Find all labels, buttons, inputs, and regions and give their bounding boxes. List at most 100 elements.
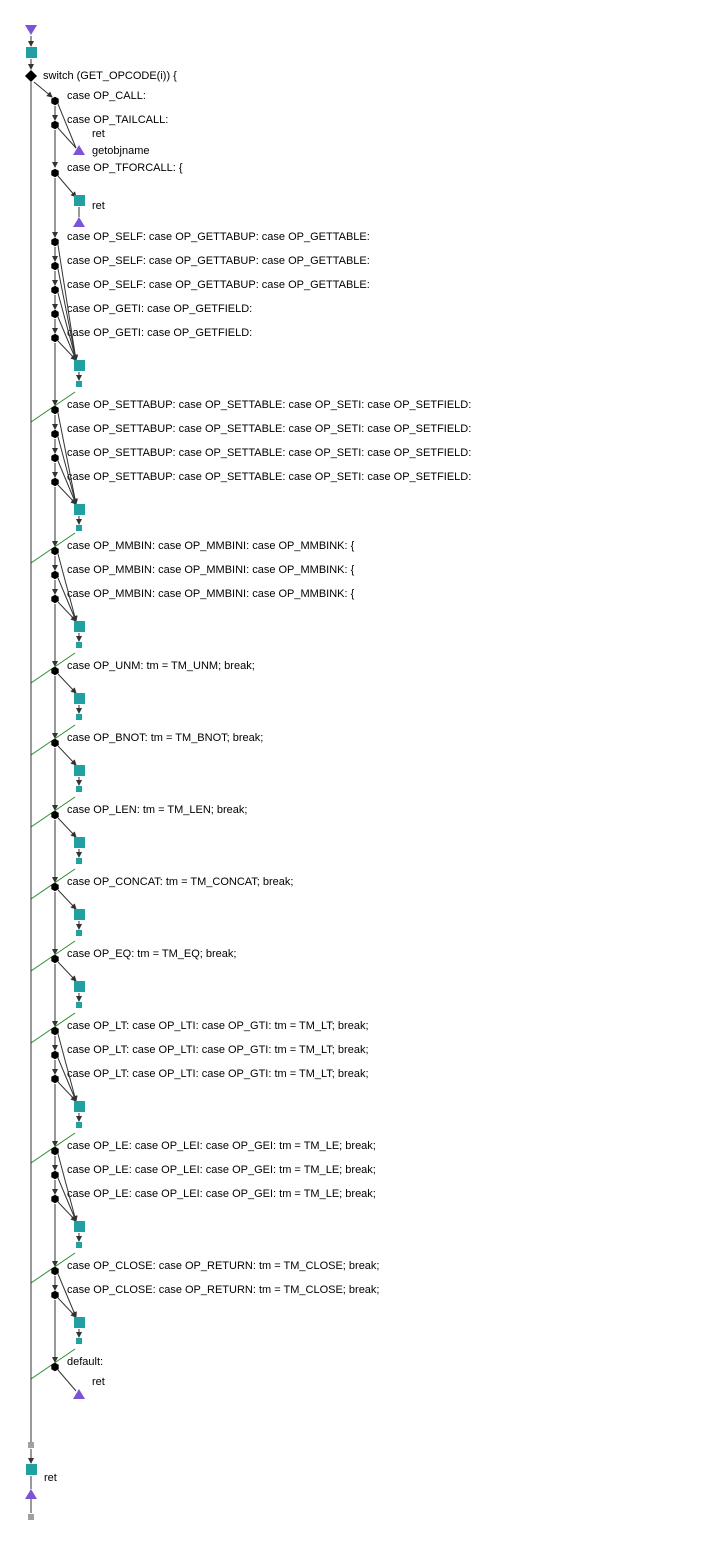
case-to-ret-edge	[57, 1369, 77, 1392]
case-node	[51, 1266, 59, 1276]
case-label: case OP_SELF: case OP_GETTABUP: case OP_…	[67, 279, 370, 291]
ret-terminal-icon	[73, 217, 85, 227]
body-block	[74, 195, 85, 206]
case-label: case OP_TFORCALL: {	[67, 162, 183, 174]
case-label: case OP_MMBIN: case OP_MMBINI: case OP_M…	[67, 564, 355, 576]
merge-connector	[76, 1338, 82, 1344]
merge-connector	[76, 930, 82, 936]
case-node	[51, 453, 59, 463]
case-node	[51, 96, 59, 106]
merge-block	[74, 360, 85, 371]
ret-terminal-icon	[73, 1389, 85, 1399]
case-to-merge-edge	[57, 244, 79, 361]
case-label: case OP_SELF: case OP_GETTABUP: case OP_…	[67, 255, 370, 267]
case-node	[51, 1290, 59, 1300]
case-label: case OP_MMBIN: case OP_MMBINI: case OP_M…	[67, 588, 355, 600]
case-to-merge-edge	[57, 1081, 77, 1102]
case-to-merge-edge	[57, 961, 77, 982]
body-label: ret	[92, 200, 105, 212]
case-to-ret-edge	[57, 103, 77, 149]
merge-block	[74, 1317, 85, 1328]
case-to-merge-edge	[57, 673, 77, 694]
case-to-merge-edge	[57, 412, 78, 505]
case-node	[51, 237, 59, 247]
switch-label: switch (GET_OPCODE(i)) {	[43, 70, 177, 82]
entry-section: switch (GET_OPCODE(i)) {	[25, 25, 177, 82]
case-label: case OP_LE: case OP_LEI: case OP_GEI: tm…	[67, 1140, 376, 1152]
ret-terminal-icon	[73, 145, 85, 155]
case-node	[51, 810, 59, 820]
case-node	[51, 1026, 59, 1036]
case-label: case OP_SETTABUP: case OP_SETTABLE: case…	[67, 423, 471, 435]
case-to-merge-edge	[57, 577, 77, 622]
case-node	[51, 882, 59, 892]
case-to-merge-edge	[57, 1033, 78, 1102]
case-label: case OP_LE: case OP_LEI: case OP_GEI: tm…	[67, 1188, 376, 1200]
case-node	[51, 120, 59, 130]
case-label: case OP_LT: case OP_LTI: case OP_GTI: tm…	[67, 1020, 369, 1032]
case-to-merge-edge	[57, 745, 77, 766]
case-label: case OP_CLOSE: case OP_RETURN: tm = TM_C…	[67, 1260, 380, 1272]
case-to-merge-edge	[57, 817, 77, 838]
case-node	[51, 285, 59, 295]
case-label: case OP_LT: case OP_LTI: case OP_GTI: tm…	[67, 1068, 369, 1080]
case-node	[51, 333, 59, 343]
merge-connector	[76, 714, 82, 720]
end-connector	[28, 1514, 34, 1520]
body-label: ret	[92, 128, 105, 140]
case-node	[51, 1170, 59, 1180]
merge-connector	[76, 381, 82, 387]
case-label: case OP_SELF: case OP_GETTABUP: case OP_…	[67, 231, 370, 243]
case-to-merge-edge	[57, 1177, 77, 1222]
case-label: case OP_UNM: tm = TM_UNM; break;	[67, 660, 255, 672]
case-label: case OP_BNOT: tm = TM_BNOT; break;	[67, 732, 263, 744]
case-to-merge-edge	[57, 340, 77, 361]
case-to-merge-edge	[57, 484, 77, 505]
merge-block	[74, 504, 85, 515]
case-node	[51, 1050, 59, 1060]
case-node	[51, 477, 59, 487]
case-node	[51, 405, 59, 415]
case-node	[51, 546, 59, 556]
exit-block	[26, 1464, 37, 1475]
merge-connector	[76, 1002, 82, 1008]
merge-connector	[28, 1442, 34, 1448]
case-groups: case OP_CALL:case OP_TAILCALL:retgetobjn…	[30, 81, 471, 1399]
merge-block	[74, 837, 85, 848]
switch-diamond-icon	[25, 70, 37, 82]
entry-block	[26, 47, 37, 58]
merge-block	[74, 765, 85, 776]
case-label: case OP_GETI: case OP_GETFIELD:	[67, 327, 252, 339]
switch-to-case-edge	[33, 81, 53, 98]
case-to-merge-edge	[57, 436, 78, 505]
case-label: case OP_LEN: tm = TM_LEN; break;	[67, 804, 247, 816]
case-to-merge-edge	[57, 292, 78, 361]
case-node	[51, 1146, 59, 1156]
case-node	[51, 954, 59, 964]
merge-block	[74, 909, 85, 920]
case-to-merge-edge	[57, 1297, 77, 1318]
case-label: case OP_TAILCALL:	[67, 114, 168, 126]
merge-block	[74, 981, 85, 992]
case-label: case OP_CONCAT: tm = TM_CONCAT; break;	[67, 876, 293, 888]
case-to-merge-edge	[57, 601, 77, 622]
case-to-merge-edge	[57, 316, 77, 361]
merge-connector	[76, 642, 82, 648]
case-to-merge-edge	[57, 1201, 77, 1222]
case-node	[51, 168, 59, 178]
case-label: case OP_LE: case OP_LEI: case OP_GEI: tm…	[67, 1164, 376, 1176]
exit-terminal-icon	[25, 1489, 37, 1499]
case-to-merge-edge	[57, 460, 77, 505]
case-to-merge-edge	[57, 889, 77, 910]
case-label: default:	[67, 1356, 103, 1368]
merge-block	[74, 1101, 85, 1112]
entry-terminal-icon	[25, 25, 37, 35]
case-to-merge-edge	[57, 1273, 77, 1318]
exit-section: ret	[25, 82, 57, 1520]
merge-connector	[76, 786, 82, 792]
case-label: case OP_SETTABUP: case OP_SETTABLE: case…	[67, 399, 471, 411]
case-node	[51, 309, 59, 319]
body-label: ret	[92, 1376, 105, 1388]
case-node	[51, 429, 59, 439]
